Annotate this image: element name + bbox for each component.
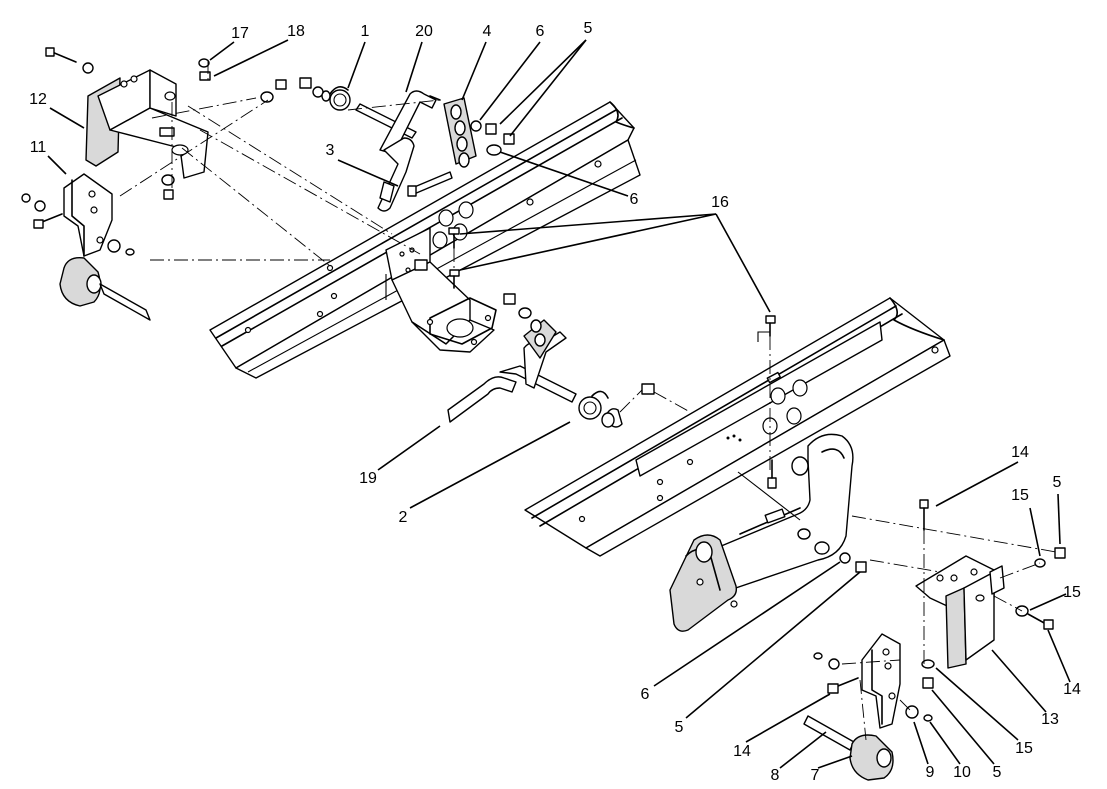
callout-c11: 11 bbox=[30, 139, 47, 156]
callout-c12: 12 bbox=[29, 91, 47, 108]
callout-c9: 9 bbox=[926, 764, 935, 781]
upper-hitch-bracket bbox=[385, 227, 497, 353]
callout-c5d: 5 bbox=[993, 764, 1002, 781]
bracket-13 bbox=[915, 555, 1005, 669]
callout-c6a: 6 bbox=[536, 23, 545, 40]
bracket-11-lower bbox=[861, 633, 901, 729]
callout-c16: 16 bbox=[711, 194, 729, 211]
callout-c8: 8 bbox=[771, 767, 780, 784]
lower-right-hardware bbox=[813, 499, 1066, 722]
callout-c17: 17 bbox=[231, 25, 249, 42]
chain-4-lower bbox=[523, 319, 557, 359]
callout-c15c: 15 bbox=[1015, 740, 1033, 757]
center-lines bbox=[119, 60, 1057, 741]
lower-chain-hardware bbox=[503, 293, 655, 395]
pin-3 bbox=[407, 171, 453, 197]
bolt-16-lower bbox=[757, 315, 776, 342]
callout-c5a: 5 bbox=[584, 20, 593, 37]
callout-c5b: 5 bbox=[1053, 474, 1062, 491]
callout-c4: 4 bbox=[483, 23, 492, 40]
callout-c14a: 14 bbox=[1011, 444, 1029, 461]
callout-c1: 1 bbox=[361, 23, 370, 40]
callout-c2: 2 bbox=[399, 509, 408, 526]
callout-c13: 13 bbox=[1041, 711, 1059, 728]
callout-c10: 10 bbox=[953, 764, 971, 781]
callout-c7: 7 bbox=[811, 767, 820, 784]
callout-c14c: 14 bbox=[733, 743, 751, 760]
lower-frame-rail bbox=[524, 297, 951, 557]
callout-c6b: 6 bbox=[630, 191, 639, 208]
callout-c20: 20 bbox=[415, 23, 433, 40]
upper-left-hardware bbox=[21, 47, 287, 256]
bracket-12 bbox=[85, 69, 209, 179]
callout-c14b: 14 bbox=[1063, 681, 1081, 698]
bolt-16-upper bbox=[448, 227, 460, 289]
callout-c3: 3 bbox=[326, 142, 335, 159]
chain-4-upper bbox=[443, 97, 477, 168]
callout-c15a: 15 bbox=[1011, 487, 1029, 504]
callout-c15b: 15 bbox=[1063, 584, 1081, 601]
spring-1 bbox=[329, 86, 351, 111]
bumper-upper bbox=[59, 257, 151, 321]
bracket-11 bbox=[63, 173, 113, 257]
callout-c5c: 5 bbox=[675, 719, 684, 736]
lower-hitch-tube bbox=[669, 433, 854, 632]
lever-20 bbox=[355, 90, 441, 212]
bumper-lower bbox=[803, 715, 894, 781]
upper-nuts bbox=[299, 77, 331, 102]
upper-chain-hardware bbox=[470, 120, 515, 156]
callout-c19: 19 bbox=[359, 470, 377, 487]
spring-2 bbox=[578, 390, 623, 428]
leader-lines bbox=[47, 39, 1071, 769]
callout-c6c: 6 bbox=[641, 686, 650, 703]
callout-c18: 18 bbox=[287, 23, 305, 40]
